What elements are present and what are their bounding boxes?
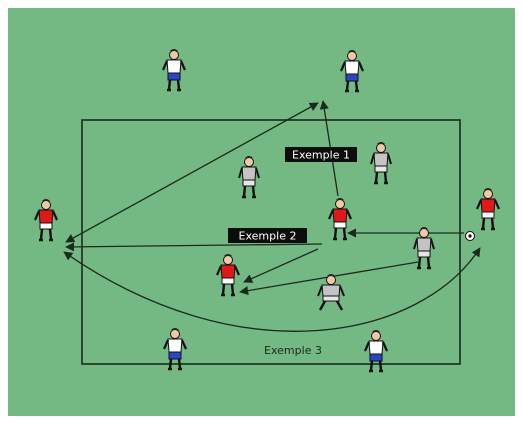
label-example2: Exemple 2 <box>239 230 297 243</box>
arrow-long-diagonal <box>65 102 319 243</box>
label-example1: Exemple 1 <box>292 149 350 162</box>
label-example2-box <box>228 228 307 243</box>
arrow-example2 <box>65 242 323 252</box>
pitch <box>8 8 515 416</box>
arrow-example3-curve <box>63 247 481 332</box>
label-example3: Exemple 3 <box>264 344 322 357</box>
label-example1-box <box>285 147 357 162</box>
ball <box>465 231 475 241</box>
